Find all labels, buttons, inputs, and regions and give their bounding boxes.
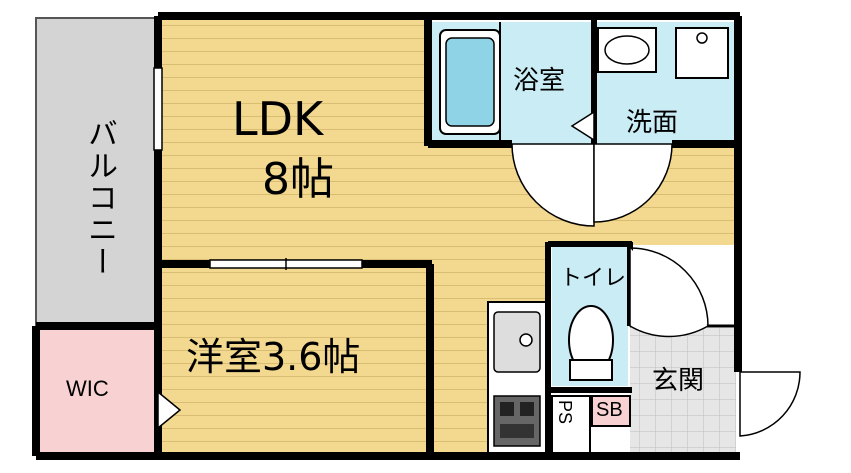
entrance-area: [630, 328, 736, 454]
wic-label: WIC: [66, 376, 109, 401]
bathtub-basin: [445, 37, 495, 127]
balcony-label: バルコニー: [82, 118, 117, 278]
shoe-box: [591, 395, 631, 427]
bathroom-label: 浴室: [513, 66, 566, 96]
washer-pan: [675, 27, 729, 79]
door-swings: [157, 110, 801, 437]
pipe-space: [551, 395, 591, 455]
washroom-label: 洗面: [626, 108, 679, 138]
balcony-window: [153, 67, 163, 151]
sb-label: SB: [596, 399, 623, 421]
entrance-label: 玄関: [652, 366, 705, 396]
wic-area: [36, 326, 158, 454]
toilet-tank: [569, 359, 613, 381]
balcony-area: [35, 17, 159, 327]
ldk-label: LDK: [232, 92, 324, 146]
kitchen-sink: [493, 311, 541, 373]
basin-bowl: [604, 35, 650, 65]
toilet-label: トイレ: [560, 266, 627, 291]
ldk-size-label: 8帖: [262, 154, 334, 205]
western-room-label: 洋室3.6帖: [186, 335, 361, 379]
ps-label: PS: [555, 400, 575, 425]
ldk-floor: [158, 18, 428, 264]
western-room-floor: [158, 264, 428, 454]
